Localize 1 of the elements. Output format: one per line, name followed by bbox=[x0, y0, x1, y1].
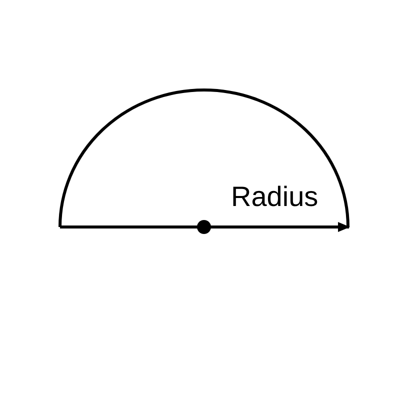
radius-label: Radius bbox=[231, 183, 318, 211]
